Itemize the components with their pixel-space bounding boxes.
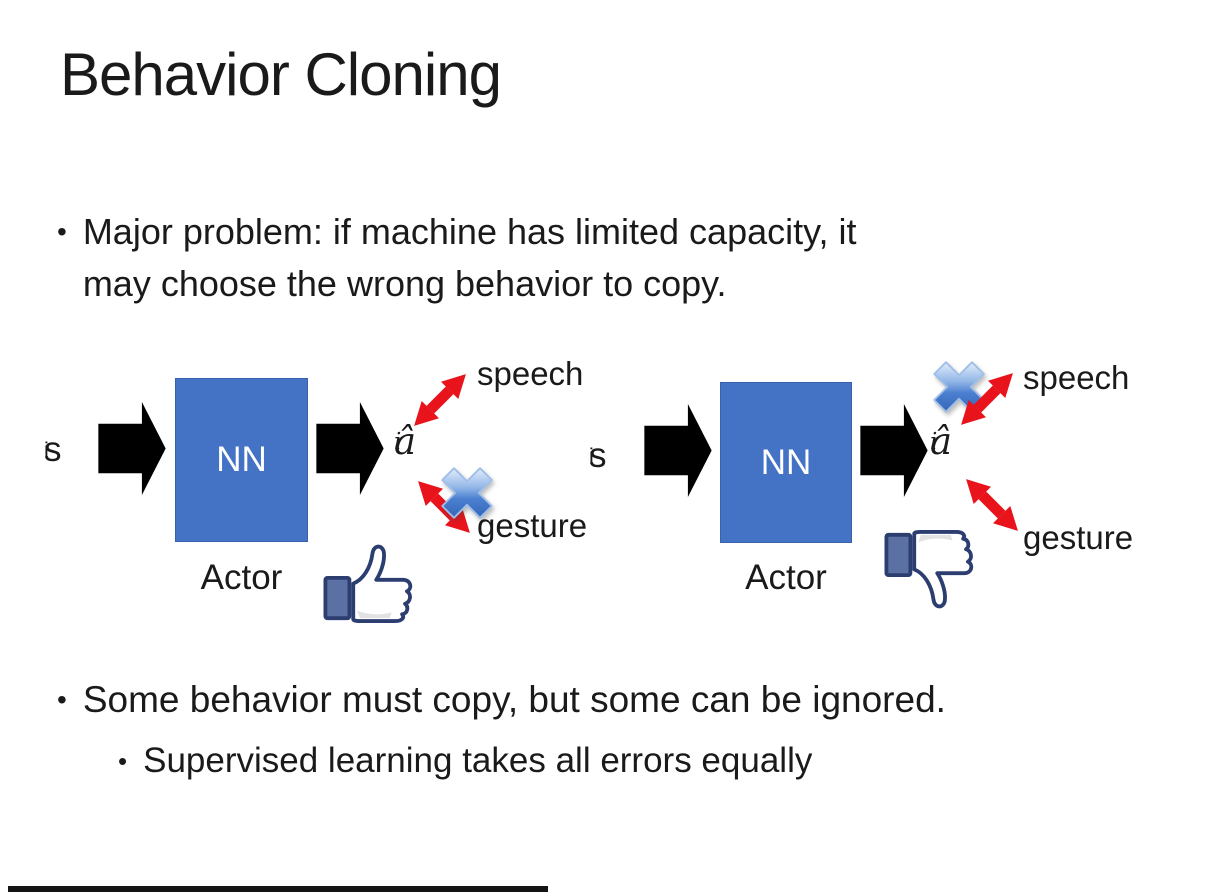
- bullet-marker: •: [118, 746, 128, 776]
- output-arrow-icon: [860, 402, 930, 499]
- speech-double-arrow-icon: [951, 363, 1023, 435]
- bullet-some-behavior: • Some behavior must copy, but some can …: [57, 676, 946, 724]
- bullet-major-problem: • Major problem: if machine has limited …: [57, 206, 856, 310]
- speech-double-arrow-icon: [404, 364, 476, 436]
- bullet-some-behavior-text: Some behavior must copy, but some can be…: [82, 679, 946, 720]
- gesture-double-arrow-icon: [956, 469, 1028, 541]
- speech-label: speech: [477, 355, 584, 392]
- bullet-major-problem-text: Major problem: if machine has limited ca…: [82, 211, 857, 304]
- speech-label: speech: [1023, 359, 1130, 396]
- bullet-marker: •: [57, 216, 67, 247]
- gesture-label: gesture: [1023, 519, 1134, 556]
- input-arrow-icon: [644, 402, 714, 499]
- bullet-supervised-learning-text: Supervised learning takes all errors equ…: [143, 741, 813, 780]
- bullet-marker: •: [57, 684, 67, 715]
- actor-label: Actor: [200, 558, 283, 597]
- output-arrow-icon: [316, 400, 386, 497]
- gesture-label: gesture: [477, 507, 588, 544]
- bullet-supervised-learning: • Supervised learning takes all errors e…: [118, 738, 812, 784]
- cross-icon: [436, 462, 498, 524]
- bottom-edge-bar: [8, 886, 548, 892]
- cross-icon: [928, 356, 990, 418]
- actor-label: Actor: [745, 558, 827, 597]
- nn-box-label: NN: [760, 442, 812, 482]
- nn-box: NN: [175, 378, 308, 542]
- input-arrow-icon: [98, 400, 168, 497]
- nn-box: NN: [720, 382, 852, 543]
- page-title: Behavior Cloning: [60, 41, 502, 108]
- thumbs-down-icon: [883, 530, 980, 625]
- nn-box-label: NN: [216, 440, 267, 479]
- thumbs-up-icon: [322, 528, 419, 623]
